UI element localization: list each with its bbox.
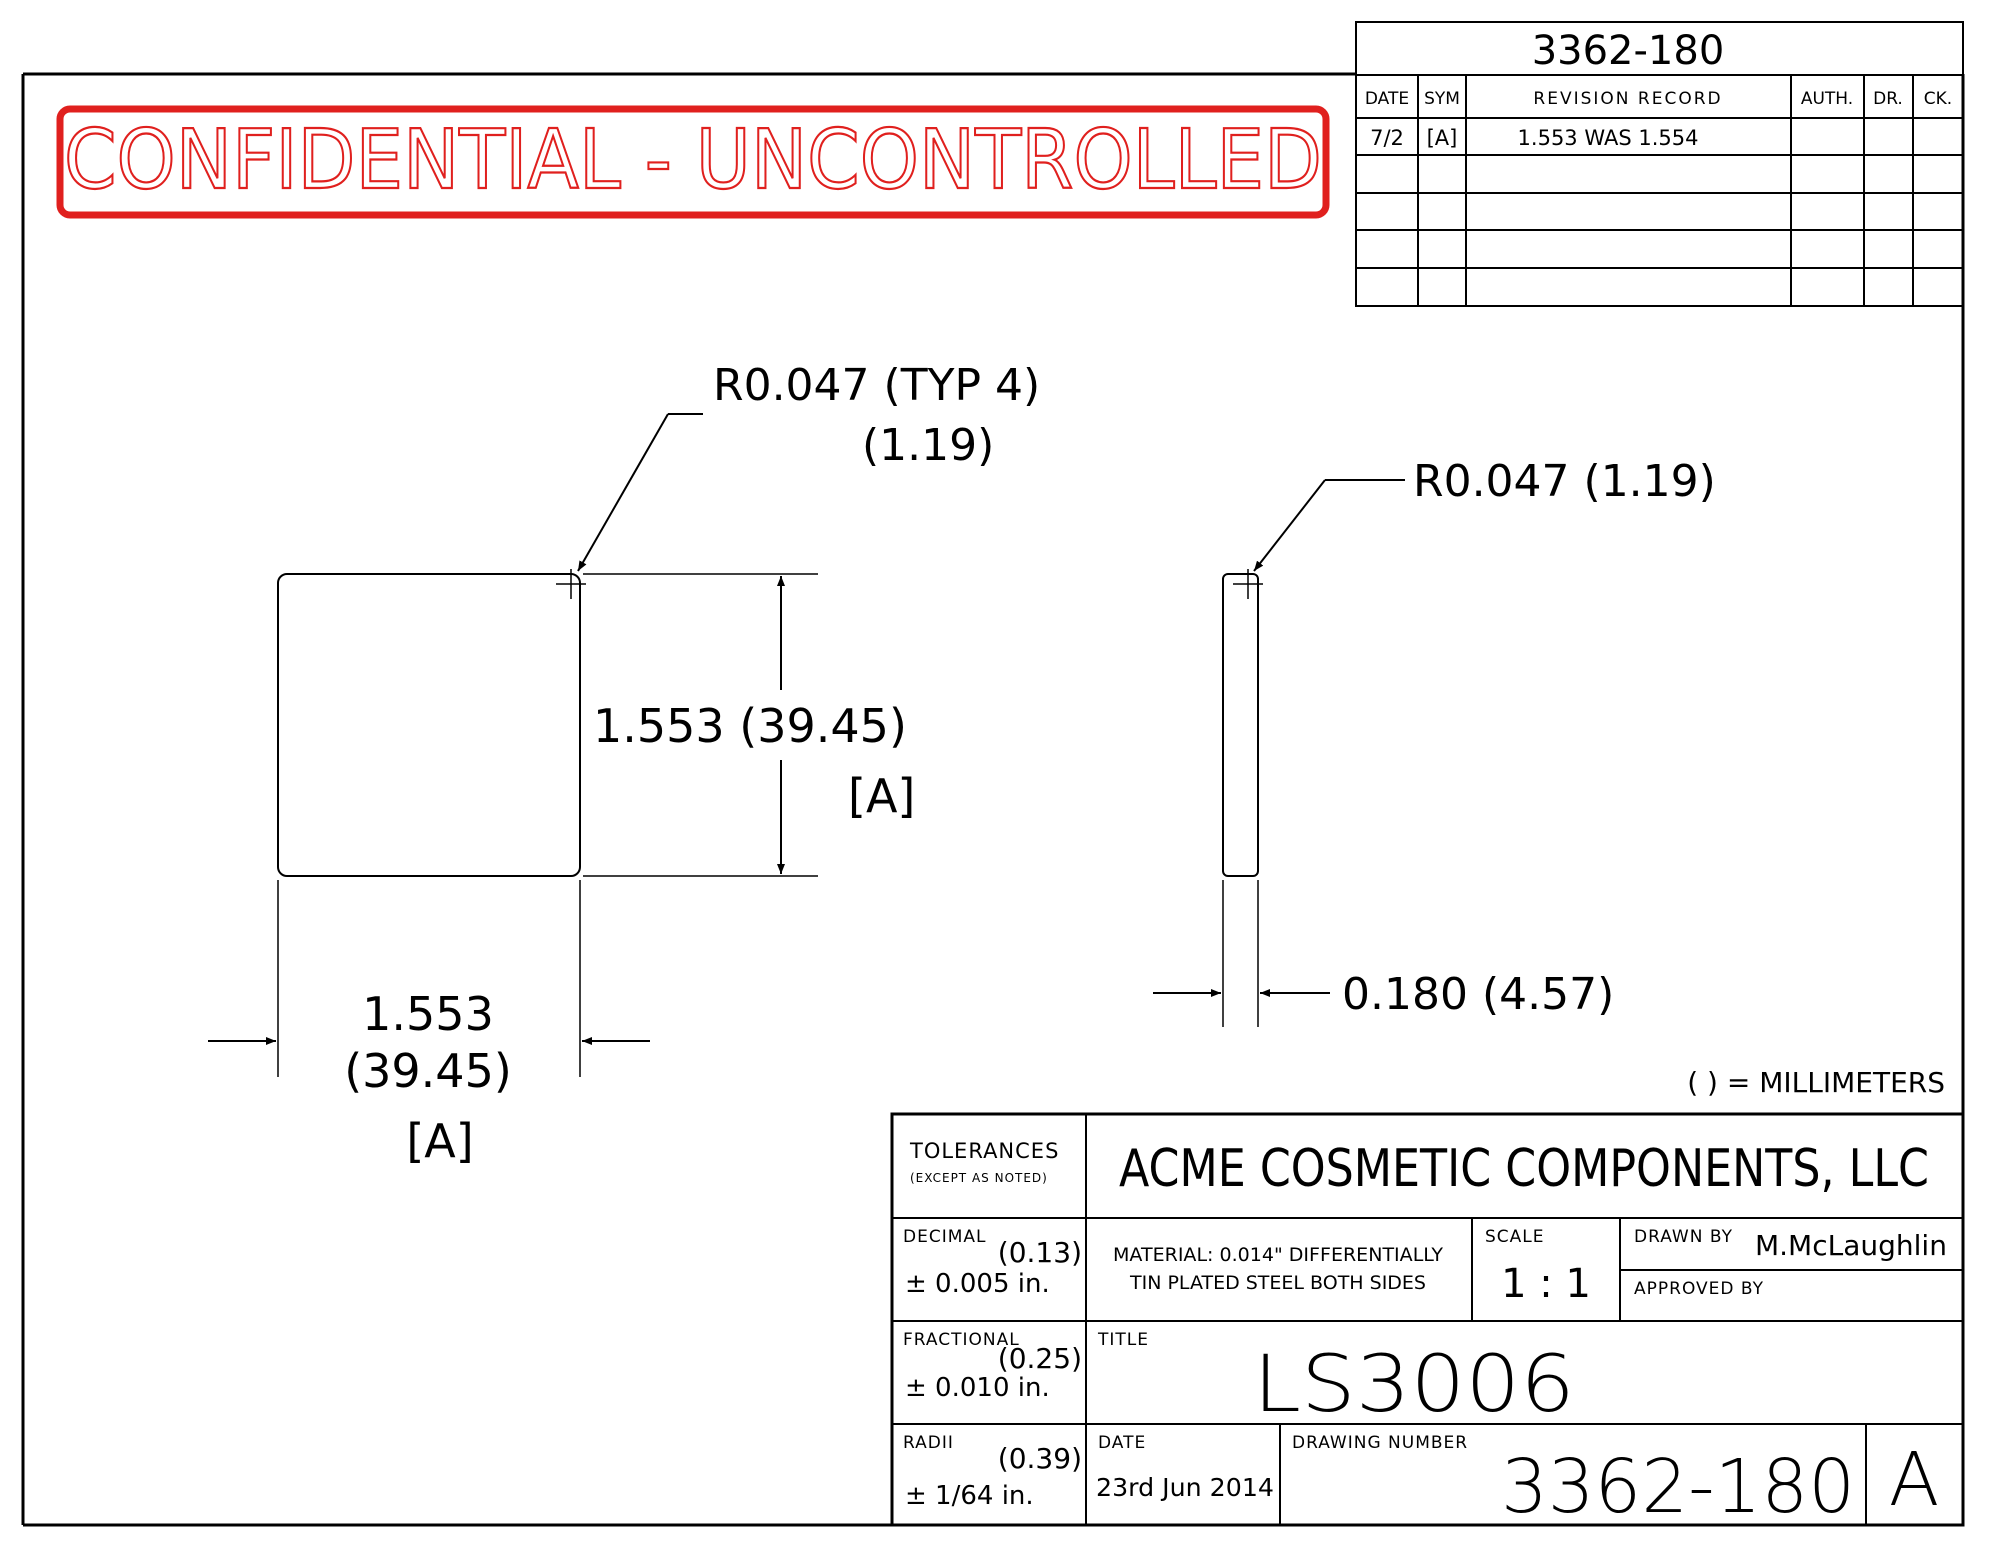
width-rev-tag: [A] [406, 1114, 473, 1168]
revision-letter: A [1889, 1437, 1940, 1523]
rev-header-dr: DR. [1873, 89, 1903, 109]
side-outline [1222, 573, 1259, 877]
scale-value: 1 : 1 [1501, 1261, 1591, 1307]
drawn-by-value: M.McLaughlin [1755, 1229, 1947, 1262]
rev-header-sym: SYM [1424, 89, 1460, 109]
decimal-label: DECIMAL [903, 1227, 986, 1247]
scale-label: SCALE [1485, 1227, 1545, 1247]
side-view: R0.047 (1.19) 0.180 (4.57) [1153, 456, 1716, 1027]
tolerances-label: TOLERANCES [909, 1139, 1059, 1163]
rev-row-record: 1.553 WAS 1.554 [1518, 126, 1699, 150]
except-label: (EXCEPT AS NOTED) [910, 1171, 1048, 1185]
front-view: R0.047 (TYP 4) (1.19) 1.553 (39.45) [A] … [208, 360, 1040, 1168]
revision-table: DATE SYM REVISION RECORD AUTH. DR. CK. 7… [1355, 74, 1964, 307]
decimal-tolerance: ± 0.005 in. [905, 1269, 1050, 1299]
units-note: ( ) = MILLIMETERS [1687, 1066, 1945, 1099]
thickness-dimension: 0.180 (4.57) [1342, 969, 1614, 1020]
date-label: DATE [1098, 1433, 1146, 1453]
sheet-border [21, 72, 1965, 1527]
rev-header-date: DATE [1365, 89, 1409, 109]
width-dimension-mm: (39.45) [344, 1044, 512, 1098]
side-radius-note: R0.047 (1.19) [1413, 456, 1716, 507]
rev-row-date: 7/2 [1370, 126, 1404, 150]
rev-row-sym: [A] [1427, 126, 1458, 150]
radii-mm: (0.39) [998, 1442, 1082, 1475]
rev-header-record: REVISION RECORD [1533, 89, 1722, 109]
front-radius-note-mm: (1.19) [862, 420, 994, 471]
drawing-number-value: 3362-180 [1501, 1444, 1855, 1530]
title-block: TOLERANCES (EXCEPT AS NOTED) ACME COSMET… [890, 1112, 1965, 1530]
height-rev-tag: [A] [848, 769, 915, 823]
approved-by-label: APPROVED BY [1634, 1279, 1764, 1299]
drawing-number-label: DRAWING NUMBER [1292, 1433, 1468, 1453]
material-line-1: MATERIAL: 0.014" DIFFERENTIALLY [1113, 1244, 1443, 1266]
radii-label: RADII [903, 1433, 954, 1453]
fractional-tolerance: ± 0.010 in. [905, 1373, 1050, 1403]
radii-tolerance: ± 1/64 in. [905, 1481, 1034, 1511]
doc-number-top: 3362-180 [1532, 28, 1725, 74]
confidential-banner: CONFIDENTIAL - UNCONTROLLED [56, 105, 1330, 219]
rev-header-ck: CK. [1924, 89, 1952, 109]
front-radius-note: R0.047 (TYP 4) [713, 360, 1040, 411]
fractional-mm: (0.25) [998, 1342, 1082, 1375]
confidential-banner-text: CONFIDENTIAL - UNCONTROLLED [64, 113, 1322, 208]
company-name: ACME COSMETIC COMPONENTS, LLC [1119, 1139, 1929, 1199]
plate-outline [277, 573, 581, 877]
decimal-mm: (0.13) [998, 1236, 1082, 1269]
title-label: TITLE [1097, 1330, 1149, 1350]
date-value: 23rd Jun 2014 [1096, 1473, 1274, 1502]
title-value: LS3006 [1253, 1340, 1575, 1430]
drawn-by-label: DRAWN BY [1634, 1227, 1733, 1247]
height-dimension: 1.553 (39.45) [593, 699, 907, 753]
rev-header-auth: AUTH. [1801, 89, 1853, 109]
width-dimension: 1.553 [362, 987, 494, 1041]
fractional-label: FRACTIONAL [903, 1330, 1020, 1350]
material-line-2: TIN PLATED STEEL BOTH SIDES [1129, 1272, 1426, 1294]
